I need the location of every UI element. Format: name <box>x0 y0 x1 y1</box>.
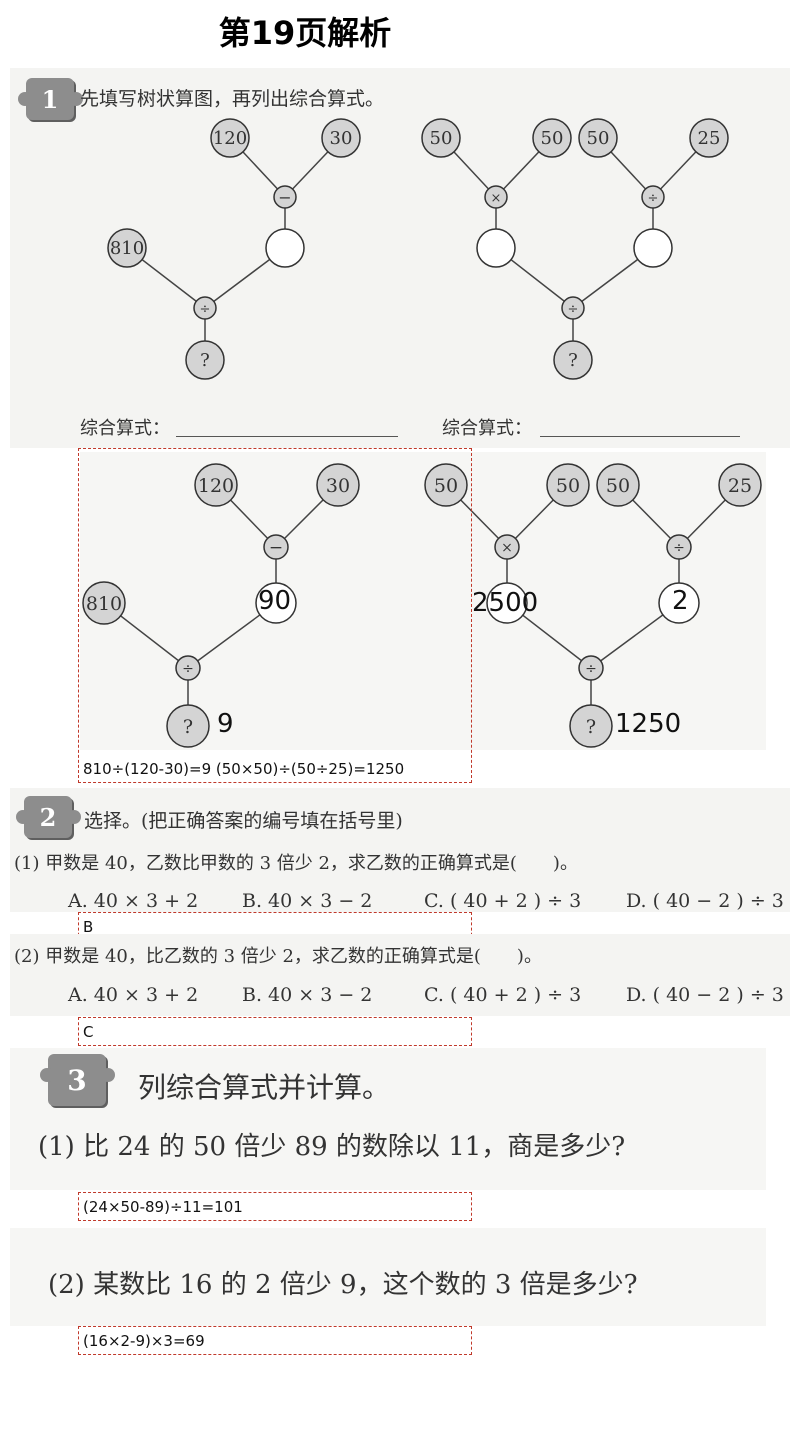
q2-part2-option-d: D. ( 40 − 2 ) ÷ 3 <box>626 984 784 1006</box>
node-label: ? <box>568 350 578 371</box>
node-label: 810 <box>86 593 122 615</box>
operator-label: ÷ <box>200 302 211 317</box>
formula-label-right: 综合算式： <box>442 418 532 439</box>
filled-value: 9 <box>217 709 234 739</box>
q3-scan-2 <box>10 1228 766 1326</box>
node-label: 120 <box>198 475 234 497</box>
q2-part2-answer: C <box>83 1023 94 1041</box>
q3-part2-answer-box: (16×2-9)×3=69 <box>78 1326 472 1355</box>
q3-part1-answer: (24×50-89)÷11=101 <box>83 1198 243 1216</box>
q2-scan-2 <box>10 934 790 1016</box>
filled-value: 1250 <box>615 709 682 739</box>
puzzle-icon: 3 <box>40 1054 115 1106</box>
node-label: 25 <box>698 128 721 149</box>
operator-label: ÷ <box>673 540 685 556</box>
operator-label: ÷ <box>568 302 579 317</box>
puzzle-icon: 1 <box>18 78 83 120</box>
q2-part1-option-d: D. ( 40 − 2 ) ÷ 3 <box>626 890 784 912</box>
operator-label: ÷ <box>648 191 659 206</box>
q3-part1-answer-box: (24×50-89)÷11=101 <box>78 1192 472 1221</box>
operator-label: − <box>278 188 291 207</box>
q2-part1-option-a: A. 40 × 3 + 2 <box>68 890 199 912</box>
node-label: 30 <box>330 128 353 149</box>
node-label: 50 <box>587 128 610 149</box>
node-label: 50 <box>434 475 458 497</box>
q1-trees: 120 30 − 810 ÷ ? 50 50 50 25 × ÷ ÷ ? <box>107 118 729 380</box>
node-label: 50 <box>430 128 453 149</box>
answer-line-right <box>540 436 740 437</box>
q1-answer-scan <box>80 452 766 750</box>
operator-label: ÷ <box>585 661 597 677</box>
q2-instruction: 选择。(把正确答案的编号填在括号里) <box>84 810 403 832</box>
q3-part2-answer: (16×2-9)×3=69 <box>83 1332 205 1350</box>
formula-label-left: 综合算式： <box>80 418 170 439</box>
q2-scan-1 <box>10 788 790 912</box>
node-label: 50 <box>541 128 564 149</box>
q3-part1-question: (1) 比 24 的 50 倍少 89 的数除以 11，商是多少? <box>38 1132 626 1162</box>
operator-label: × <box>491 191 502 206</box>
q3-part2-question: (2) 某数比 16 的 2 倍少 9，这个数的 3 倍是多少? <box>48 1270 638 1300</box>
q2-part2-question: (2) 甲数是 40，比乙数的 3 倍少 2，求乙数的正确算式是( )。 <box>14 946 542 967</box>
operator-label: × <box>501 540 513 556</box>
node-label: ? <box>586 716 596 738</box>
q3-instruction: 列综合算式并计算。 <box>138 1071 391 1104</box>
page-title: 第19页解析 <box>218 14 392 52</box>
q1-instruction: 先填写树状算图，再列出综合算式。 <box>80 88 385 110</box>
node-label: 30 <box>326 475 350 497</box>
q2-part1-option-b: B. 40 × 3 − 2 <box>242 890 373 912</box>
answer-line-left <box>176 436 398 437</box>
q3-scan-1 <box>10 1048 766 1190</box>
node-label: 120 <box>213 128 247 149</box>
operator-label: ÷ <box>182 661 194 677</box>
q1-answer-box: 810÷(120-30)=9 (50×50)÷(50÷25)=1250 <box>78 448 472 783</box>
q2-part1-option-c: C. ( 40 + 2 ) ÷ 3 <box>424 890 582 912</box>
node-label: 50 <box>606 475 630 497</box>
q1-answer: 810÷(120-30)=9 (50×50)÷(50÷25)=1250 <box>83 760 405 778</box>
q2-part1-question: (1) 甲数是 40，乙数比甲数的 3 倍少 2，求乙数的正确算式是( )。 <box>14 853 578 874</box>
q2-part2-answer-box: C <box>78 1017 472 1046</box>
puzzle-icon: 2 <box>16 796 81 838</box>
node-label: 25 <box>728 475 752 497</box>
node-label: 50 <box>556 475 580 497</box>
q2-part2-option-a: A. 40 × 3 + 2 <box>68 984 199 1006</box>
filled-value: 2500 <box>472 588 539 618</box>
q2-part2-option-c: C. ( 40 + 2 ) ÷ 3 <box>424 984 582 1006</box>
q2-part1-answer: B <box>83 918 94 936</box>
filled-value: 2 <box>672 586 689 616</box>
q1-answer-trees: 120 30 − 810 ÷ ? 50 50 50 25 × ÷ ÷ ? <box>82 463 762 748</box>
node-label: 810 <box>110 238 144 259</box>
q2-part2-option-b: B. 40 × 3 − 2 <box>242 984 373 1006</box>
node-label: ? <box>183 716 193 738</box>
filled-value: 90 <box>258 586 292 616</box>
operator-label: − <box>269 538 283 558</box>
node-label: ? <box>200 350 210 371</box>
